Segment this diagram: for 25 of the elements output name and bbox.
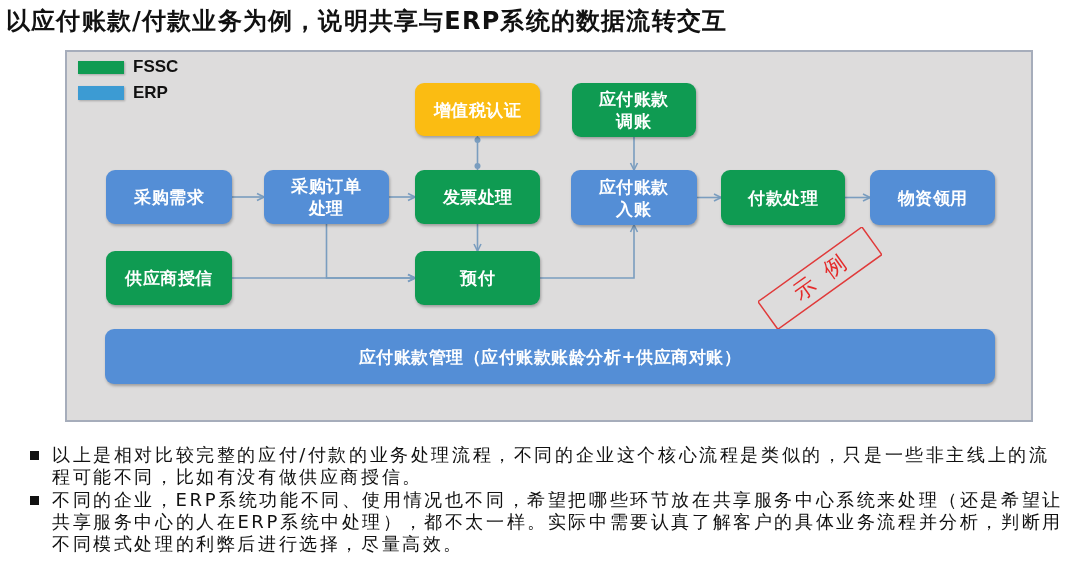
arrow: [539, 224, 639, 279]
legend-label: FSSC: [133, 57, 179, 77]
process-box: 应付账款调账: [572, 83, 696, 137]
arrow: [629, 136, 639, 171]
process-box: 发票处理: [415, 170, 540, 224]
process-box: 付款处理: [721, 170, 845, 225]
process-box: 应付账款管理（应付账款账龄分析+供应商对账）: [105, 329, 995, 384]
process-box: 采购需求: [106, 170, 232, 224]
arrow: [844, 193, 871, 202]
stamp-box: 示例: [758, 226, 882, 330]
arrow: [473, 223, 482, 252]
bullet-text: 以上是相对比较完整的应付/付款的业务处理流程，不同的企业这个核心流程是类似的，只是一些非主线上的流程可能不同，比如有没有做供应商授信。: [52, 444, 1051, 488]
process-box: 供应商授信: [106, 251, 232, 305]
process-box: 应付账款入账: [571, 170, 697, 225]
process-box: 预付: [415, 251, 540, 305]
arrow: [696, 193, 722, 202]
arrow: [388, 192, 416, 202]
legend-label: ERP: [133, 83, 168, 103]
arrow: [325, 223, 416, 283]
process-box: 增值税认证: [415, 83, 540, 136]
bullet-text: 不同的企业，ERP系统功能不同、使用情况也不同，希望把哪些环节放在共享服务中心系统来处理（还是希望让共享服务中心的人在ERP系统中处理），都不太一样。实际中需要认真了解客户的具体业务流程并分析，判断用不同模式处理的利弊后进行选择，尽量高效。: [52, 489, 1064, 555]
arrow: [231, 192, 265, 202]
process-box: 物资领用: [870, 170, 995, 225]
slide-title: 以应付账款/付款业务为例，说明共享与ERP系统的数据流转交互: [6, 6, 728, 37]
process-box: 采购订单处理: [264, 170, 389, 224]
